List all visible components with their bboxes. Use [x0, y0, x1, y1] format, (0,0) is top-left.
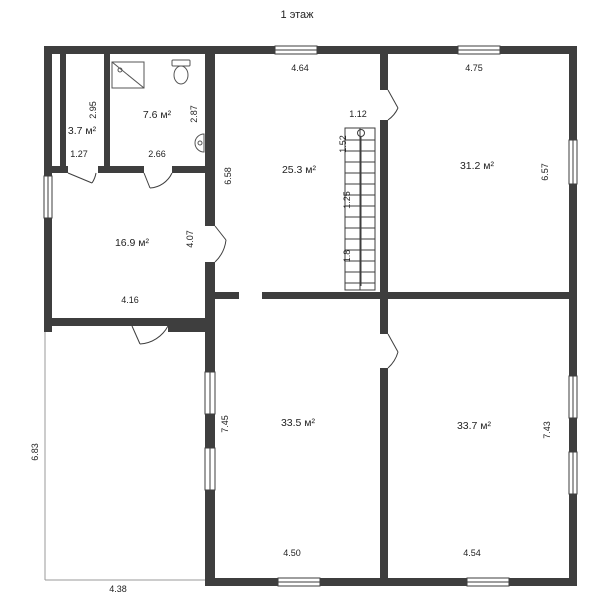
- door-room-top-right: [387, 89, 399, 121]
- door-hall-left: [214, 225, 227, 263]
- dim-1-8: 1.8: [342, 250, 352, 263]
- dim-4-16: 4.16: [121, 295, 139, 305]
- room-area-stair-room: 25.3 м²: [282, 164, 317, 176]
- door-storage-room: [67, 172, 97, 184]
- dim-6-83: 6.83: [30, 443, 40, 461]
- toilet-icon: [171, 59, 191, 85]
- dim-7-45: 7.45: [220, 415, 230, 433]
- dim-4-38: 4.38: [109, 584, 127, 594]
- dim-2-87: 2.87: [189, 105, 199, 123]
- plan-title: 1 этаж: [281, 9, 315, 21]
- shower-tray: [111, 61, 145, 89]
- room-area-top-right: 31.2 м²: [460, 160, 495, 172]
- room-labels: 3.7 м² 7.6 м² 16.9 м² 25.3 м² 31.2 м² 33…: [68, 109, 495, 432]
- sink-icon: [194, 133, 205, 153]
- dim-6-57: 6.57: [540, 163, 550, 181]
- windows: [43, 45, 578, 587]
- dim-4-64: 4.64: [291, 63, 309, 73]
- room-area-bathroom: 7.6 м²: [143, 109, 172, 121]
- room-area-hall: 16.9 м²: [115, 237, 150, 249]
- dim-1-25: 1.25: [342, 191, 352, 209]
- dim-4-54: 4.54: [463, 548, 481, 558]
- dim-2-66: 2.66: [148, 149, 166, 159]
- dim-4-75: 4.75: [465, 63, 483, 73]
- terrace-outline: [44, 330, 205, 581]
- dim-1-27: 1.27: [70, 149, 88, 159]
- dim-6-58: 6.58: [223, 167, 233, 185]
- dim-2-95: 2.95: [88, 101, 98, 119]
- dim-4-50: 4.50: [283, 548, 301, 558]
- room-area-bottom-middle: 33.5 м²: [281, 417, 316, 429]
- door-entrance: [131, 325, 169, 345]
- dim-1-52: 1.52: [338, 135, 348, 153]
- dim-1-12: 1.12: [349, 109, 367, 119]
- dim-4-07: 4.07: [185, 230, 195, 248]
- dimension-labels: 2.95 1.27 2.87 2.66 6.58 4.07 4.16 4.64 …: [30, 63, 552, 594]
- dim-7-43: 7.43: [542, 421, 552, 439]
- room-area-storage: 3.7 м²: [68, 125, 97, 137]
- door-bathroom: [143, 172, 173, 189]
- staircase: [344, 127, 376, 291]
- room-area-bottom-right: 33.7 м²: [457, 420, 492, 432]
- door-room-bottom-right: [387, 333, 399, 369]
- doors: [67, 89, 399, 369]
- walls: [44, 46, 577, 586]
